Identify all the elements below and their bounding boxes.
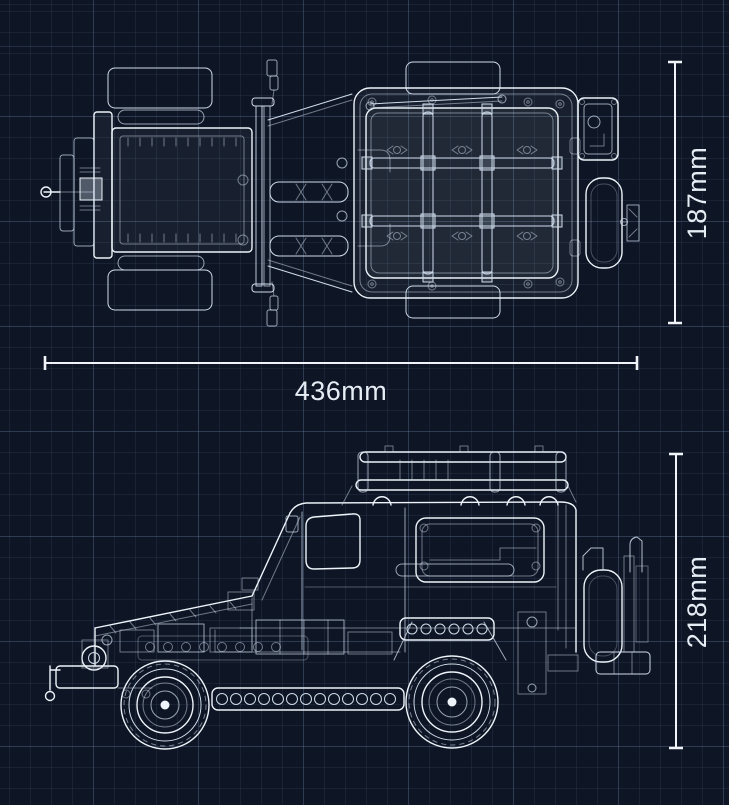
- top-view-wheels: [107, 61, 501, 319]
- top-view-body: [353, 87, 581, 299]
- side-view-windows: [285, 513, 545, 583]
- top-view-hood: [111, 127, 253, 253]
- top-view-windshield: [251, 59, 353, 327]
- side-mirror: [285, 515, 299, 533]
- side-view-roof-rack: [341, 445, 577, 506]
- dimension-lines: [43, 60, 683, 750]
- top-view-interior: [269, 157, 349, 257]
- side-view-body: [94, 501, 577, 667]
- top-view-roof-rack: [361, 94, 563, 283]
- top-view-drawing: [40, 59, 640, 327]
- dimension-label-length: 436mm: [294, 376, 388, 406]
- winch-block: [79, 177, 103, 201]
- dimension-label-height: 218mm: [682, 555, 712, 649]
- dimension-line-width: [668, 60, 682, 325]
- side-view-rear-suspension: [393, 563, 547, 695]
- dimension-line-length: [43, 356, 639, 370]
- side-view-chassis: [44, 577, 393, 702]
- top-view-front-bumper: [40, 111, 113, 259]
- side-view-rear-wheel: [405, 655, 499, 749]
- side-view-drawing: [44, 445, 651, 750]
- top-view-rear-box: [577, 97, 619, 161]
- dimension-line-height: [669, 452, 683, 750]
- top-view-spare-tire: [585, 177, 640, 269]
- mirror-top: [266, 59, 279, 105]
- mirror-bottom: [266, 281, 279, 327]
- dimension-label-width: 187mm: [682, 146, 712, 240]
- side-view-front-wheel: [120, 660, 210, 750]
- side-view-spare-tire: [547, 536, 651, 675]
- side-view-running-board: [211, 687, 405, 711]
